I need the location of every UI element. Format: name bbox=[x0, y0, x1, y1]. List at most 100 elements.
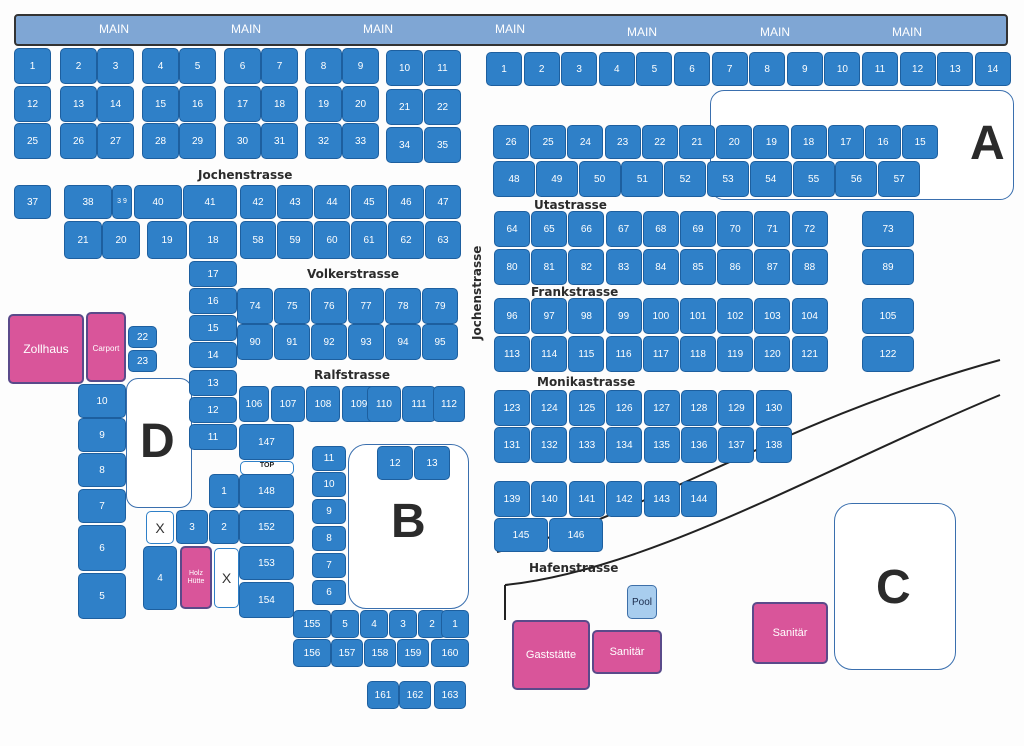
plot[interactable]: 3 bbox=[97, 48, 134, 84]
plot[interactable]: 13 bbox=[60, 86, 97, 122]
plot[interactable]: 53 bbox=[707, 161, 749, 197]
plot[interactable]: 7 bbox=[78, 489, 126, 523]
facility-sanitaer[interactable]: Sanitär bbox=[752, 602, 828, 664]
plot[interactable]: 22 bbox=[128, 326, 157, 348]
plot[interactable]: 11 bbox=[189, 424, 237, 450]
plot[interactable]: 152 bbox=[239, 510, 294, 544]
plot[interactable]: 13 bbox=[937, 52, 974, 86]
plot[interactable]: 50 bbox=[578, 161, 621, 197]
plot[interactable]: 71 bbox=[754, 211, 791, 247]
plot[interactable]: 135 bbox=[643, 427, 680, 463]
plot[interactable]: 52 bbox=[664, 161, 707, 197]
plot[interactable]: 70 bbox=[717, 211, 754, 247]
plot[interactable]: 14 bbox=[974, 52, 1011, 86]
plot[interactable]: 6 bbox=[674, 52, 710, 86]
plot[interactable]: 116 bbox=[605, 336, 642, 372]
plot[interactable]: 61 bbox=[351, 221, 387, 259]
plot[interactable]: 96 bbox=[494, 298, 530, 334]
plot[interactable]: 104 bbox=[791, 298, 828, 334]
plot[interactable]: 23 bbox=[604, 125, 641, 159]
plot[interactable]: 6 bbox=[224, 48, 261, 84]
plot[interactable]: 12 bbox=[377, 446, 413, 480]
plot[interactable]: 128 bbox=[681, 390, 717, 426]
plot[interactable]: 131 bbox=[494, 427, 530, 463]
plot[interactable]: 101 bbox=[680, 298, 716, 334]
plot[interactable]: 21 bbox=[64, 221, 102, 259]
plot[interactable]: 12 bbox=[14, 86, 51, 122]
plot[interactable]: 1 bbox=[486, 52, 522, 86]
plot[interactable]: 66 bbox=[568, 211, 605, 247]
plot[interactable]: 20 bbox=[716, 125, 753, 159]
plot[interactable]: 158 bbox=[364, 639, 396, 667]
plot[interactable]: 88 bbox=[791, 249, 828, 285]
plot[interactable]: 93 bbox=[348, 324, 384, 360]
plot[interactable]: 31 bbox=[261, 123, 298, 159]
plot[interactable]: 46 bbox=[388, 185, 424, 219]
plot[interactable]: 13 bbox=[189, 370, 237, 396]
plot[interactable]: 44 bbox=[314, 185, 350, 219]
plot[interactable]: 10 bbox=[78, 384, 126, 418]
plot[interactable]: 5 bbox=[636, 52, 673, 86]
facility-carport[interactable]: Carport bbox=[86, 312, 126, 382]
plot[interactable]: 121 bbox=[791, 336, 828, 372]
plot[interactable]: 19 bbox=[147, 221, 187, 259]
plot[interactable]: 1 bbox=[209, 474, 239, 508]
plot[interactable]: 7 bbox=[711, 52, 748, 86]
plot[interactable]: 155 bbox=[293, 610, 331, 638]
plot[interactable]: 34 bbox=[386, 127, 423, 163]
plot[interactable]: 11 bbox=[424, 50, 461, 86]
plot[interactable]: 42 bbox=[240, 185, 276, 219]
plot[interactable]: 156 bbox=[293, 639, 331, 667]
plot[interactable]: 162 bbox=[399, 681, 431, 709]
plot[interactable]: 26 bbox=[60, 123, 97, 159]
plot[interactable]: 20 bbox=[102, 221, 140, 259]
plot[interactable]: 86 bbox=[717, 249, 754, 285]
plot[interactable]: 17 bbox=[189, 261, 237, 287]
plot[interactable]: 134 bbox=[606, 427, 643, 463]
plot[interactable]: 79 bbox=[422, 288, 458, 324]
plot[interactable]: 57 bbox=[878, 161, 921, 197]
plot[interactable]: 9 bbox=[312, 499, 346, 524]
plot[interactable]: 138 bbox=[755, 427, 792, 463]
plot[interactable]: 72 bbox=[791, 211, 828, 247]
plot[interactable]: 11 bbox=[312, 446, 346, 471]
plot[interactable]: 94 bbox=[385, 324, 421, 360]
plot[interactable]: 22 bbox=[424, 89, 461, 125]
plot[interactable]: 21 bbox=[386, 89, 423, 125]
plot[interactable]: 159 bbox=[397, 639, 429, 667]
plot[interactable]: 73 bbox=[862, 211, 914, 247]
plot[interactable]: 97 bbox=[531, 298, 568, 334]
plot[interactable]: 51 bbox=[621, 161, 664, 197]
plot[interactable]: 132 bbox=[531, 427, 568, 463]
plot[interactable]: 41 bbox=[183, 185, 237, 219]
plot[interactable]: 12 bbox=[899, 52, 936, 86]
plot[interactable]: 8 bbox=[312, 526, 346, 551]
plot[interactable]: 147 bbox=[239, 424, 294, 460]
plot[interactable]: 77 bbox=[348, 288, 384, 324]
plot[interactable]: 19 bbox=[753, 125, 790, 159]
plot[interactable]: 68 bbox=[642, 211, 679, 247]
plot[interactable]: 13 bbox=[414, 446, 450, 480]
plot[interactable]: 5 bbox=[331, 610, 359, 638]
plot[interactable]: 63 bbox=[425, 221, 461, 259]
plot[interactable]: 55 bbox=[792, 161, 835, 197]
plot[interactable]: 112 bbox=[433, 386, 465, 422]
plot[interactable]: 100 bbox=[642, 298, 679, 334]
facility-gaststaette[interactable]: Gaststätte bbox=[512, 620, 590, 690]
plot[interactable]: 145 bbox=[494, 518, 548, 552]
plot[interactable]: 35 bbox=[424, 127, 461, 163]
plot[interactable]: 146 bbox=[549, 518, 603, 552]
facility-sanitaer[interactable]: Sanitär bbox=[592, 630, 662, 674]
plot[interactable]: 2 bbox=[209, 510, 239, 544]
plot[interactable]: 32 bbox=[305, 123, 342, 159]
plot[interactable]: 107 bbox=[271, 386, 305, 422]
plot[interactable]: 9 bbox=[342, 48, 379, 84]
plot[interactable]: 5 bbox=[78, 573, 126, 619]
plot[interactable]: 139 bbox=[494, 481, 530, 517]
plot[interactable]: 26 bbox=[493, 125, 529, 159]
plot[interactable]: 15 bbox=[142, 86, 179, 122]
plot[interactable]: 102 bbox=[717, 298, 754, 334]
plot[interactable]: 15 bbox=[189, 315, 237, 341]
plot[interactable]: 122 bbox=[862, 336, 914, 372]
plot[interactable]: 17 bbox=[224, 86, 261, 122]
